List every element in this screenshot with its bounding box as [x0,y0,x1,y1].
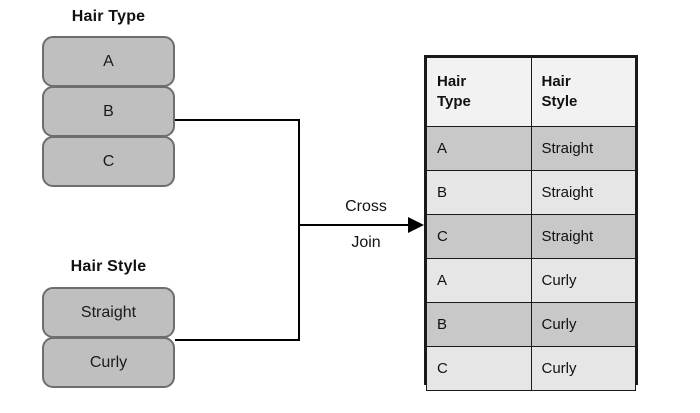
operation-label-line-2: Join [351,234,381,251]
header-line-1: Hair [541,73,571,90]
node-box-hair-type-b[interactable]: B [42,86,175,137]
arrow-right-icon [408,217,424,233]
cell-hair-style: Curly [530,302,636,347]
header-line-1: Hair [437,73,467,90]
node-group-hair-type: A B C [42,36,175,187]
node-group-hair-style: Straight Curly [42,287,175,388]
connector-line-from-hair-style [175,339,300,341]
node-box-hair-style-straight[interactable]: Straight [42,287,175,338]
group-title-hair-style: Hair Style [70,258,147,275]
cell-hair-style: Straight [530,214,636,259]
node-label: B [103,102,114,120]
table-row: C Curly [426,346,636,391]
cell-hair-style: Straight [530,126,636,171]
operation-label: Cross Join [330,196,402,254]
connector-line-from-hair-type [175,119,300,121]
header-line-2: Style [541,93,578,110]
cell-hair-style: Curly [530,258,636,303]
cell-hair-style: Straight [530,170,636,215]
table-row: B Straight [426,170,636,215]
node-label: Straight [80,303,137,321]
table-row: C Straight [426,214,636,259]
table-header-row: Hair Type Hair Style [426,57,636,127]
table-row: B Curly [426,302,636,347]
node-label: C [102,152,115,170]
column-header-hair-type: Hair Type [426,57,532,127]
node-box-hair-type-a[interactable]: A [42,36,175,87]
result-table: Hair Type Hair Style A Straight B Straig… [424,55,638,391]
node-label: A [103,52,114,70]
connector-line-vertical [298,119,300,341]
node-label: Curly [89,353,128,371]
cell-hair-type: A [426,258,532,303]
cell-hair-type: C [426,214,532,259]
cell-hair-type: C [426,346,532,391]
table-row: A Curly [426,258,636,303]
connector-line-to-table [298,224,410,226]
table-row: A Straight [426,126,636,171]
cell-hair-type: B [426,302,532,347]
cell-hair-type: B [426,170,532,215]
group-title-hair-type: Hair Type [71,8,146,25]
cell-hair-style: Curly [530,346,636,391]
cell-hair-type: A [426,126,532,171]
node-box-hair-style-curly[interactable]: Curly [42,337,175,388]
header-line-2: Type [437,93,471,110]
node-box-hair-type-c[interactable]: C [42,136,175,187]
operation-label-line-1: Cross [345,198,387,215]
column-header-hair-style: Hair Style [530,57,636,127]
